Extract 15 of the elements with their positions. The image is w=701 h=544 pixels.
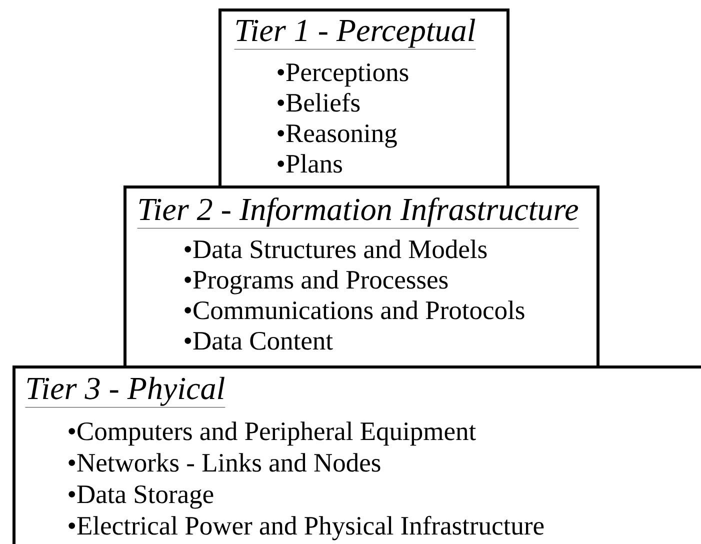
bullet-item: •Plans [278,154,342,173]
bullet-item: •Communications and Protocols [184,300,524,320]
bullet-item: •Data Structures and Models [184,240,487,258]
bullet-item: •Data Content [184,332,333,350]
bullet-item: •Networks - Links and Nodes [68,453,380,472]
tier-heading: Tier 2 - Information Infrastructure [137,197,579,228]
bullet-item: •Programs and Processes [184,270,448,294]
tier-heading: Tier 1 - Perceptual [234,18,476,50]
bullet-item: •Computers and Peripheral Equipment [68,422,476,446]
bullet-item: •Perceptions [278,63,408,87]
bullet-item: •Beliefs [278,92,360,112]
bullet-item: •Reasoning [278,124,397,148]
tier-heading: Tier 3 - Phyical [25,376,226,408]
bullet-item: •Electrical Power and Physical Infrastructure [68,516,544,540]
bullet-item: •Data Storage [68,485,214,509]
